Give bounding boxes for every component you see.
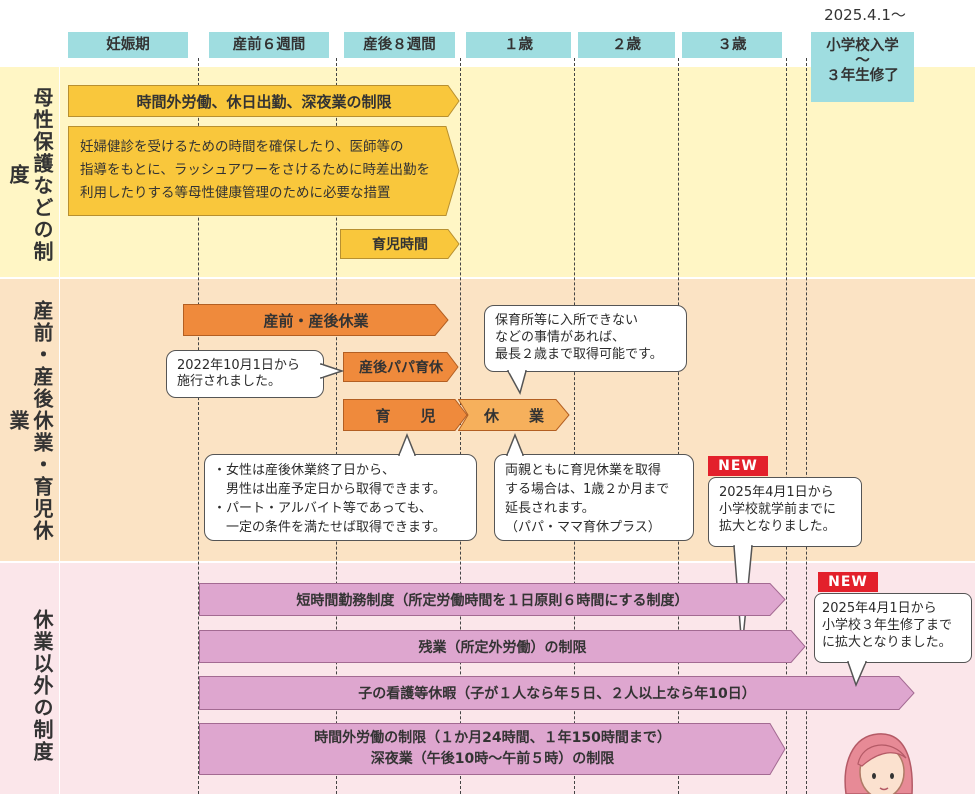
timeline-line (336, 58, 337, 794)
timeline-line (574, 58, 575, 794)
timeline-line (806, 58, 807, 794)
callout-line: する場合は、1歳２か月まで (505, 482, 670, 497)
health-management-line: 利用したりする等母性健康管理のために必要な措置 (80, 185, 391, 201)
header-school-line1: 小学校入学 (826, 38, 899, 54)
woman-illustration (844, 733, 913, 794)
label-column-divider (59, 67, 60, 794)
timeline-line (198, 58, 199, 794)
section-label-other: 休業以外の制度 (30, 609, 54, 763)
callout-line: に拡大となりました。 (822, 635, 952, 650)
overtime-restrict-label: 残業（所定外労働）の制限 (418, 639, 587, 656)
health-management-text: 妊婦健診を受けるための時間を確保したり、医師等の 指導をもとに、ラッシュアワーを… (80, 136, 430, 205)
papa-leave-arrow: 産後パパ育休 (343, 352, 459, 382)
papa-leave-label: 産後パパ育休 (359, 360, 443, 376)
childcare-leave-arrow-2: 休 業 (458, 399, 570, 431)
timeline-line (460, 58, 461, 794)
health-management-line: 妊婦健診を受けるための時間を確保したり、医師等の (80, 139, 404, 155)
prepost-leave-label: 産前・産後休業 (263, 311, 369, 330)
callout-line: 男性は出産予定日から取得できます。 (213, 482, 446, 497)
timeline-line (678, 58, 679, 794)
papa-callout-pointer (320, 362, 344, 380)
date-label: 2025.4.1〜 (824, 6, 906, 24)
health-management-arrow: 妊婦健診を受けるための時間を確保したり、医師等の 指導をもとに、ラッシュアワーを… (68, 126, 460, 216)
callout-line: （パパ・ママ育休プラス） (505, 520, 661, 535)
header-age-1: １歳 (466, 32, 571, 58)
header-school-line3: ３年生修了 (826, 68, 899, 84)
callout-line: 拡大となりました。 (719, 519, 836, 534)
childcare-time-arrow: 育児時間 (340, 229, 460, 259)
papa-leave-callout: 2022年10月1日から 施行されました。 (166, 350, 324, 398)
header-school: 小学校入学 〜 ３年生修了 (811, 32, 914, 102)
papa-mama-plus-callout-pointer (505, 433, 525, 457)
overtime-cap-line: 深夜業（午後10時〜午前５時）の制限 (370, 751, 615, 767)
childcare-leave-label-1: 育 児 (375, 406, 436, 425)
overtime-cap-line: 時間外労働の制限（１か月24時間、１年150時間まで） (314, 730, 671, 746)
health-management-line: 指導をもとに、ラッシュアワーをさけるために時差出勤を (80, 162, 431, 178)
papa-mama-plus-callout: 両親ともに育児休業を取得 する場合は、1歳２か月まで 延長されます。 （パパ・マ… (494, 454, 694, 541)
short-hours-label: 短時間勤務制度（所定労働時間を１日原則６時間にする制度） (296, 592, 689, 609)
header-age-3: ３歳 (682, 32, 782, 58)
overtime-restrict-arrow: 残業（所定外労働）の制限 (199, 630, 806, 663)
callout-line: 延長されます。 (505, 501, 595, 516)
callout-line: ・女性は産後休業終了日から、 (213, 463, 396, 478)
header-age-2: ２歳 (578, 32, 675, 58)
header-pregnancy: 妊娠期 (68, 32, 188, 58)
childcare-time-label: 育児時間 (372, 237, 428, 253)
callout-line: 最長２歳まで取得可能です。 (495, 347, 663, 362)
callout-line: 2025年4月1日から (719, 485, 834, 500)
callout-line: 両親ともに育児休業を取得 (505, 463, 662, 478)
callout-line: 小学校就学前までに (719, 502, 837, 517)
nursing-leave-arrow: 子の看護等休暇（子が１人なら年５日、２人以上なら年10日） (199, 676, 915, 710)
short-hours-arrow: 短時間勤務制度（所定労働時間を１日原則６時間にする制度） (199, 583, 786, 616)
childcare-leave-label-2: 休 業 (483, 406, 544, 425)
callout-line: などの事情があれば、 (495, 330, 626, 345)
childcare-leave-arrow-1: 育 児 (343, 399, 468, 431)
nursery-callout: 保育所等に入所できない などの事情があれば、 最長２歳まで取得可能です。 (484, 305, 687, 372)
nursery-callout-pointer (506, 369, 527, 395)
timeline-line (786, 58, 787, 794)
header-school-line2: 〜 (855, 53, 870, 69)
grade3-callout-pointer (846, 661, 868, 687)
overtime-cap-text: 時間外労働の制限（１か月24時間、１年150時間まで） 深夜業（午後10時〜午前… (199, 723, 800, 775)
callout-line: 保育所等に入所できない (495, 313, 639, 328)
callout-line: 2025年4月1日から (822, 601, 937, 616)
callout-line: ・パート・アルバイト等であっても、 (213, 501, 433, 516)
section-label-leave: 産前・産後休業・育児休業 (6, 300, 54, 542)
callout-line: 小学校３年生修了まで (822, 618, 953, 633)
overtime-limit-arrow: 時間外労働、休日出勤、深夜業の制限 (68, 85, 460, 117)
overtime-limit-label: 時間外労働、休日出勤、深夜業の制限 (136, 92, 392, 111)
header-prenatal-6w: 産前６週間 (209, 32, 329, 58)
prepost-leave-arrow: 産前・産後休業 (183, 304, 449, 336)
callout-line: 施行されました。 (177, 374, 282, 389)
header-postnatal-8w: 産後８週間 (344, 32, 455, 58)
overtime-cap-arrow: 時間外労働の制限（１か月24時間、１年150時間まで） 深夜業（午後10時〜午前… (199, 723, 786, 775)
new-badge: NEW (708, 456, 768, 476)
eligibility-callout: ・女性は産後休業終了日から、 男性は出産予定日から取得できます。 ・パート・アル… (204, 454, 477, 541)
new-badge: NEW (818, 572, 878, 592)
callout-line: 一定の条件を満たせば取得できます。 (213, 520, 446, 535)
callout-line: 2022年10月1日から (177, 358, 300, 373)
section-label-maternity: 母性保護などの制度 (6, 87, 54, 263)
nursing-leave-label: 子の看護等休暇（子が１人なら年５日、２人以上なら年10日） (358, 686, 756, 702)
preschool-expansion-callout: 2025年4月1日から 小学校就学前までに 拡大となりました。 (708, 477, 862, 547)
grade3-expansion-callout: 2025年4月1日から 小学校３年生修了まで に拡大となりました。 (814, 593, 972, 663)
eligibility-callout-pointer (397, 433, 417, 457)
